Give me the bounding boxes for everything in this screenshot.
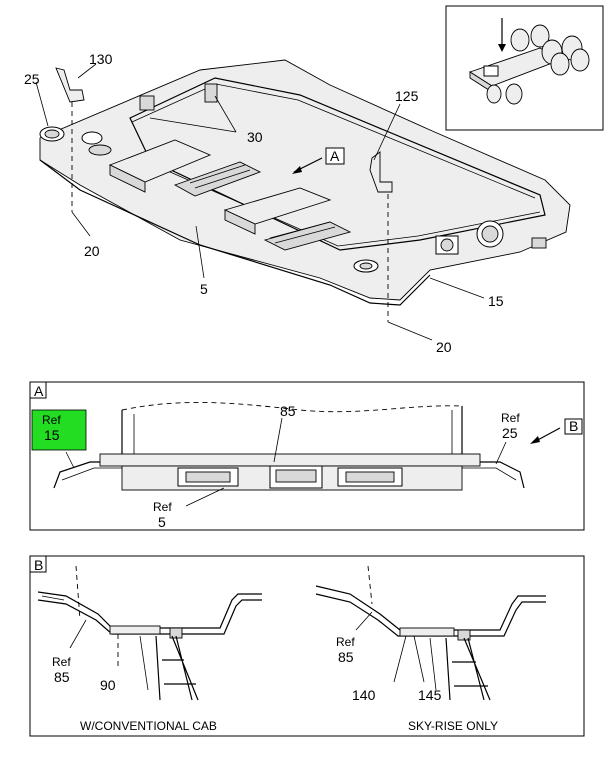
callout-5: 5: [200, 281, 208, 297]
ref-25-label-num: 25: [502, 425, 518, 441]
ref-15-label-ref: Ref: [42, 413, 61, 427]
truck-locator-inset: [445, 5, 604, 131]
callout-20-right: 20: [436, 339, 452, 355]
caption-sky-rise: SKY-RISE ONLY: [408, 719, 498, 733]
callout-30: 30: [247, 129, 263, 145]
callout-140: 140: [352, 687, 376, 703]
right-ref-85-num: 85: [338, 649, 354, 665]
roof-assembly-view: [35, 59, 571, 341]
detail-a-panel: [29, 381, 585, 531]
ref-15-highlight: [31, 409, 87, 451]
left-ref-85-ref: Ref: [52, 655, 71, 669]
detail-b-tag: B: [34, 557, 43, 573]
ref-5-label-num: 5: [158, 514, 166, 530]
sky-rise-section: [315, 565, 546, 701]
arrow-icon: [292, 166, 302, 174]
callout-25: 25: [24, 71, 40, 87]
callout-90: 90: [100, 677, 116, 693]
callout-85: 85: [280, 403, 296, 419]
view-a-flag: [325, 147, 345, 165]
caption-conventional-cab: W/CONVENTIONAL CAB: [80, 719, 217, 733]
callout-15: 15: [488, 293, 504, 309]
conventional-cab-section: [37, 565, 262, 701]
right-ref-85-ref: Ref: [336, 635, 355, 649]
detail-a-tag: A: [34, 383, 44, 399]
left-ref-85-num: 85: [54, 669, 70, 685]
ref-5-label-ref: Ref: [153, 500, 172, 514]
ref-15-label-num: 15: [44, 427, 60, 443]
ref-25-label-ref: Ref: [501, 411, 520, 425]
arrow-icon: [530, 436, 540, 444]
detail-b-flag: B: [569, 418, 578, 434]
detail-b-panel: [29, 555, 585, 737]
callout-130: 130: [89, 51, 113, 67]
view-a-flag-label: A: [330, 148, 340, 164]
callout-125: 125: [395, 88, 419, 104]
callout-145: 145: [418, 687, 442, 703]
callout-20-left: 20: [84, 243, 100, 259]
